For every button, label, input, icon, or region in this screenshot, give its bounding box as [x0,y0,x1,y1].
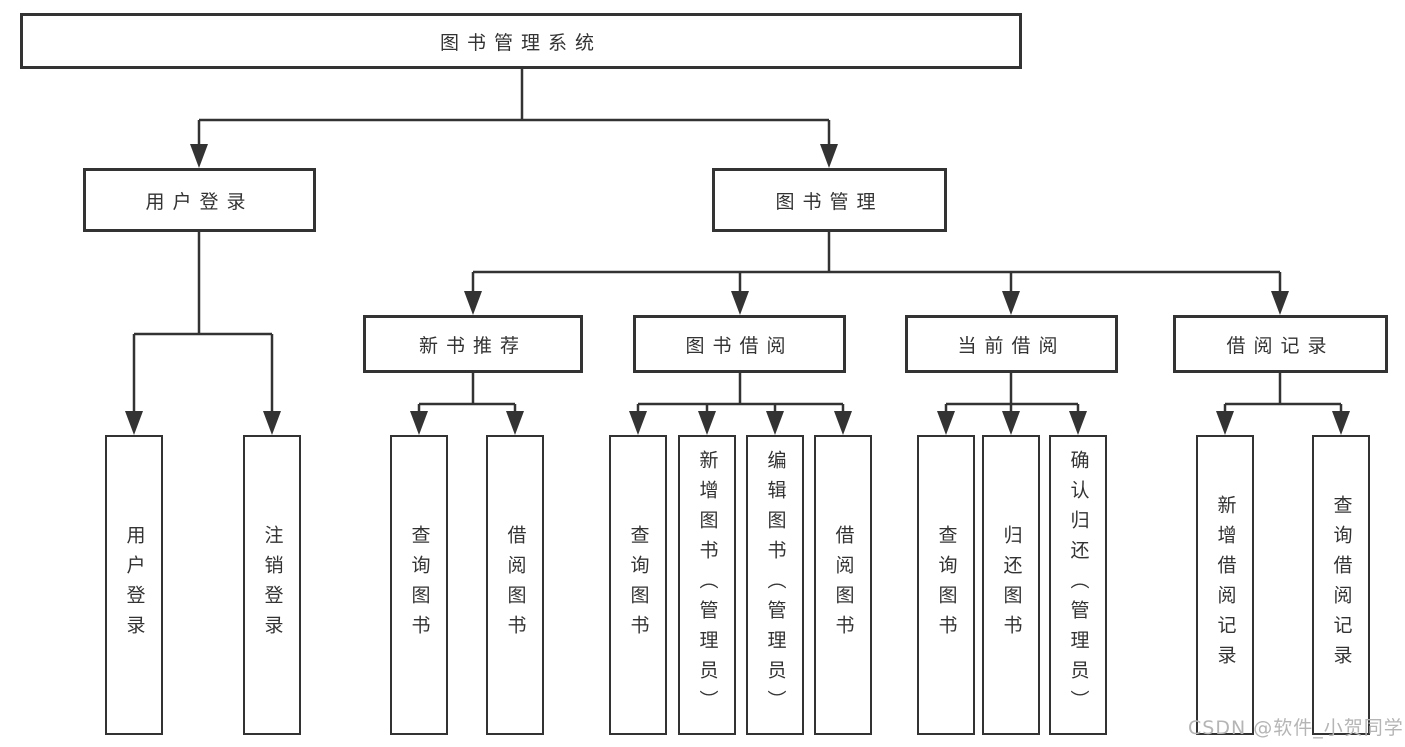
leaf-query-books-current: 查询图书 [917,435,975,735]
leaf-borrow-books-recommend: 借阅图书 [486,435,544,735]
node-book-borrow: 图书借阅 [633,315,846,373]
leaf-add-borrow-record: 新增借阅记录 [1196,435,1254,735]
node-borrow-records: 借阅记录 [1173,315,1388,373]
leaf-query-books-recommend: 查询图书 [390,435,448,735]
leaf-user-login: 用户登录 [105,435,163,735]
node-book-management: 图书管理 [712,168,947,232]
leaf-add-book-admin: 新增图书（管理员） [678,435,736,735]
csdn-watermark: CSDN @软件_小贺同学 [1188,717,1404,739]
node-new-book-recommend: 新书推荐 [363,315,583,373]
leaf-query-borrow-record: 查询借阅记录 [1312,435,1370,735]
leaf-query-books-borrow: 查询图书 [609,435,667,735]
leaf-return-book: 归还图书 [982,435,1040,735]
node-user-login: 用户登录 [83,168,316,232]
node-current-borrow: 当前借阅 [905,315,1118,373]
leaf-borrow-books: 借阅图书 [814,435,872,735]
leaf-confirm-return-admin: 确认归还（管理员） [1049,435,1107,735]
node-root-library-system: 图书管理系统 [20,13,1022,69]
leaf-edit-book-admin: 编辑图书（管理员） [746,435,804,735]
leaf-logout: 注销登录 [243,435,301,735]
arrowhead-icons [125,144,1350,435]
